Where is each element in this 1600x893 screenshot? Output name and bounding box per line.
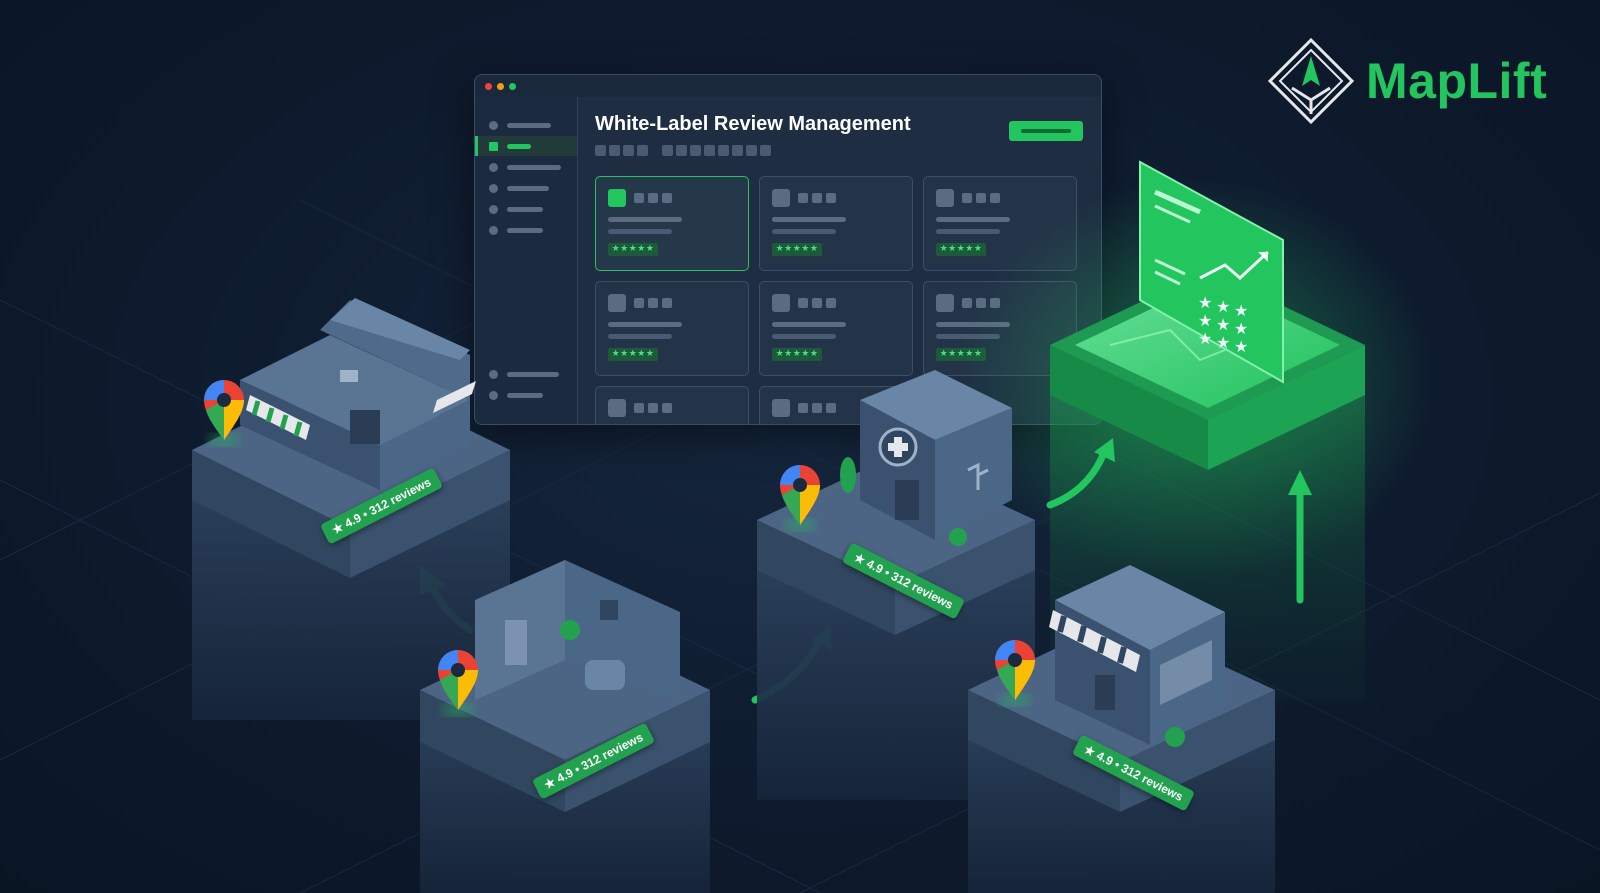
svg-text:★: ★ [1234,337,1248,356]
sidebar-item-home[interactable] [475,115,577,135]
maximize-dot-icon[interactable] [509,83,516,90]
svg-text:★: ★ [1198,329,1212,348]
gear-icon [489,370,498,379]
svg-text:★: ★ [1234,301,1248,320]
sidebar [475,97,578,424]
map-pin-icon [780,465,820,531]
window-titlebar [475,75,1101,97]
location-avatar [772,399,790,417]
sidebar-item-logout[interactable] [475,385,577,405]
svg-text:★: ★ [1234,319,1248,338]
sidebar-item-clients[interactable] [475,220,577,240]
minimize-dot-icon[interactable] [497,83,504,90]
location-avatar [608,189,626,207]
map-pin-icon [995,640,1035,706]
rating-stars: ★★★★★ [772,348,822,361]
review-growth-card: ★★★ ★★★ ★★★ [1139,160,1284,384]
rating-stars: ★★★★★ [772,243,822,256]
svg-text:★: ★ [1198,311,1212,330]
location-card[interactable] [595,386,749,424]
rating-stars: ★★★★★ [936,243,986,256]
location-card[interactable]: ★★★★★ [595,176,749,271]
diamond-arrow-logo-icon [1268,38,1354,124]
sidebar-item-reviews[interactable] [475,178,577,198]
map-pin-icon [438,650,478,716]
page-title: White-Label Review Management [595,113,911,135]
user-icon [489,226,498,235]
location-card[interactable]: ★★★★★ [595,281,749,376]
home-icon [489,121,498,130]
primary-action-button[interactable] [1009,121,1083,141]
brand-name: MapLift [1366,53,1548,109]
apps-icon [489,163,498,172]
location-avatar [608,294,626,312]
grid-icon [489,142,498,151]
map-pin-icon [204,380,244,446]
svg-text:★: ★ [1216,315,1230,334]
svg-text:★: ★ [1216,333,1230,352]
logout-icon [489,391,498,400]
svg-text:★: ★ [1198,293,1212,312]
rating-stars: ★★★★★ [608,243,658,256]
location-avatar [772,189,790,207]
trend-arrow-icon [1199,250,1270,281]
rating-stars: ★★★★★ [608,348,658,361]
location-avatar [936,294,954,312]
sidebar-item-reports[interactable] [475,199,577,219]
location-avatar [608,399,626,417]
chart-icon [489,205,498,214]
sidebar-item-locations[interactable] [475,157,577,177]
location-card[interactable]: ★★★★★ [759,176,913,271]
restaurant-platform [192,298,510,720]
location-avatar [936,189,954,207]
page-subtitle-placeholder [595,145,771,156]
growth-platform: ★★★ ★★★ ★★★ [1050,160,1365,700]
sidebar-item-settings[interactable] [475,364,577,384]
medical-cross-icon [888,437,908,457]
close-dot-icon[interactable] [485,83,492,90]
location-card[interactable]: ★★★★★ [759,281,913,376]
location-avatar [772,294,790,312]
sidebar-item-dashboard[interactable] [475,136,577,156]
svg-text:★: ★ [1216,297,1230,316]
list-icon [489,184,498,193]
clinic-platform [757,370,1035,800]
brand-logo[interactable]: MapLift [1268,38,1547,124]
